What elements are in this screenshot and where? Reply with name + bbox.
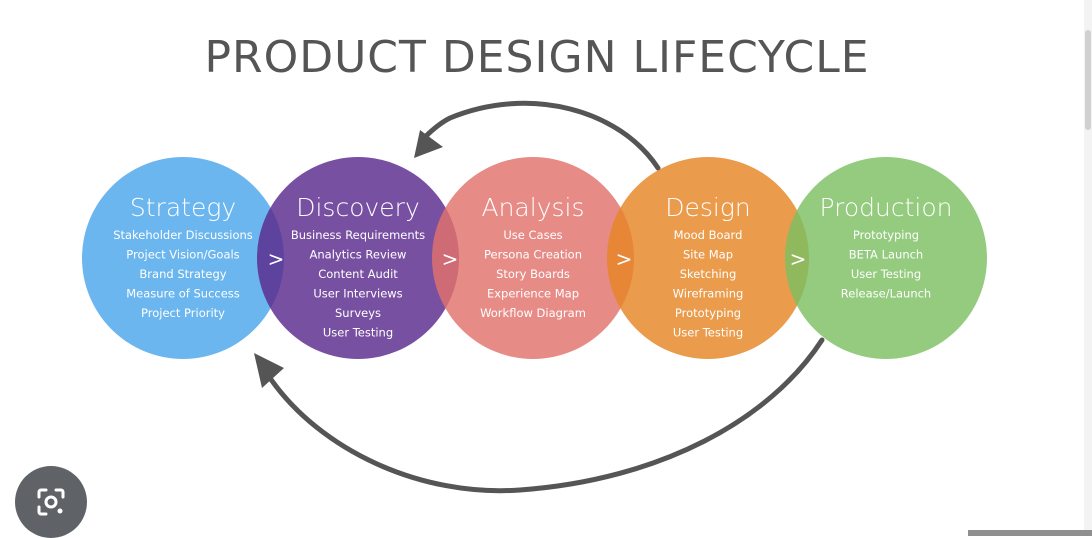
phase-title: Analysis [481,193,584,222]
phase-title: Production [819,193,952,222]
phase-item: Measure of Success [126,287,240,301]
phase-circle [432,157,634,359]
scrollbar-thumb[interactable] [1085,30,1091,130]
phase-title: Strategy [130,193,236,222]
phase-item: Experience Map [487,287,579,301]
phase-item: Project Priority [141,306,225,320]
chevron-right-icon: > [790,247,807,271]
chevron-right-icon: > [616,247,633,271]
phase-item: Release/Launch [841,287,931,301]
phase-item: User Testing [851,267,921,281]
phase-item: Workflow Diagram [480,306,586,320]
phase-item: Use Cases [503,228,562,242]
phase-item: User Testing [323,326,393,340]
bottom-return-arrow [254,337,825,494]
top-arrowhead-icon [414,130,443,158]
phase-item: Mood Board [674,228,743,242]
bottom-arrowhead-icon [254,353,284,388]
vertical-scrollbar[interactable] [1084,0,1092,536]
phase-item: Wireframing [673,287,744,301]
phase-circle [257,157,459,359]
camera-lens-icon [37,488,65,516]
phase-title: Discovery [296,193,420,222]
phase-circle [607,157,809,359]
phase-circle [82,157,284,359]
phase-item: Site Map [683,248,733,262]
phase-item: BETA Launch [849,248,923,262]
lens-search-button[interactable] [15,466,87,538]
bottom-edge-bar [968,530,1092,536]
page-title: PRODUCT DESIGN LIFECYCLE [204,32,869,83]
phase-item: Surveys [335,306,381,320]
phase-title: Design [665,193,750,222]
phase-item: Prototyping [853,228,919,242]
chevron-right-icon: > [442,247,459,271]
phase-item: Sketching [680,267,737,281]
phase-item: Prototyping [675,306,741,320]
phase-item: Story Boards [496,267,570,281]
chevron-right-icon: > [268,247,285,271]
phase-item: Brand Strategy [139,267,226,281]
phase-item: Persona Creation [484,248,582,262]
phase-chevrons: > > > > [268,247,807,271]
phase-item: Project Vision/Goals [126,248,239,262]
phase-item: Business Requirements [291,228,425,242]
phase-item: User Testing [673,326,743,340]
phase-item: User Interviews [313,287,402,301]
phase-item: Analytics Review [310,248,407,262]
phase-item: Content Audit [318,267,398,281]
top-return-arrow [414,100,661,171]
phase-item: Stakeholder Discussions [113,228,253,242]
phase-circle [785,157,987,359]
